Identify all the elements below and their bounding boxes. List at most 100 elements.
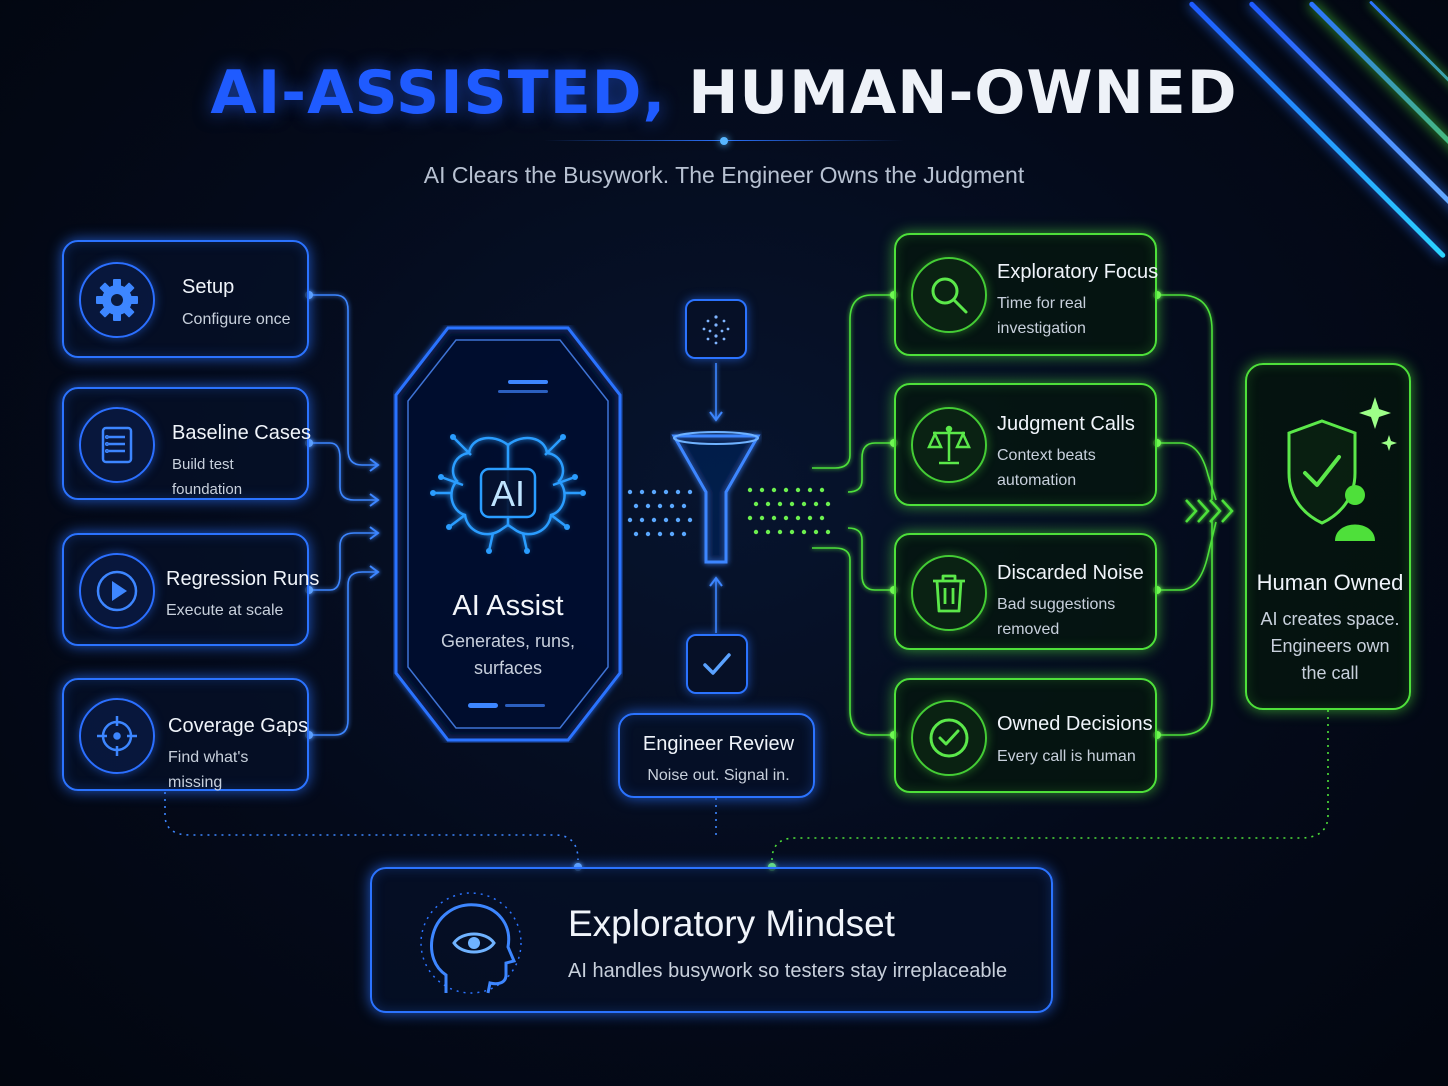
stream-dot xyxy=(627,489,633,495)
stream-dot xyxy=(681,531,687,537)
stream-dot xyxy=(651,517,657,523)
check-circle-icon xyxy=(911,700,987,776)
ai-assist-title: AI Assist xyxy=(452,590,564,622)
ai-badge: AI xyxy=(491,473,525,514)
input-subtitle: Execute at scale xyxy=(166,602,284,619)
human-owned-line1: AI creates space. xyxy=(1260,609,1400,629)
stream-dot xyxy=(813,501,819,507)
stream-dot xyxy=(669,531,675,537)
output-title: Exploratory Focus xyxy=(997,261,1159,283)
stream-dot xyxy=(783,487,789,493)
output-title: Discarded Noise xyxy=(997,562,1144,584)
page-title: AI-ASSISTED, HUMAN-OWNED xyxy=(0,58,1448,128)
output-card-owned-decisions: Owned Decisions Every call is human xyxy=(894,678,1157,793)
stream-dot xyxy=(819,487,825,493)
stream-dot xyxy=(753,501,759,507)
scales-icon xyxy=(911,407,987,483)
human-owned-line3: the call xyxy=(1301,663,1359,683)
stream-dot xyxy=(789,529,795,535)
human-owned-line2: Engineers own xyxy=(1270,636,1390,656)
stream-dot xyxy=(633,531,639,537)
input-subtitle: Configure once xyxy=(182,311,291,328)
human-owned-subtitle: AI creates space. Engineers own the call xyxy=(1247,606,1413,687)
engineer-review-subtitle: Noise out. Signal in. xyxy=(647,767,790,784)
ai-assist-subtitle-line2: surfaces xyxy=(473,658,543,678)
input-subtitle: Find what's missing xyxy=(168,749,249,791)
stream-dot xyxy=(801,529,807,535)
title-human-owned: HUMAN-OWNED xyxy=(688,58,1238,128)
stream-dot xyxy=(657,531,663,537)
stream-dot xyxy=(687,517,693,523)
ai-assist-subtitle-line1: Generates, runs, xyxy=(440,631,576,651)
stream-dot xyxy=(675,489,681,495)
output-card-discarded-noise: Discarded Noise Bad suggestions removed xyxy=(894,533,1157,650)
output-subtitle-line2: removed xyxy=(997,621,1060,638)
stream-dot xyxy=(807,515,813,521)
page-subtitle: AI Clears the Busywork. The Engineer Own… xyxy=(423,162,1025,188)
mindset-title: Exploratory Mindset xyxy=(568,903,895,944)
shield-user-icon xyxy=(1287,397,1397,541)
stream-dot xyxy=(675,517,681,523)
stream-dot xyxy=(639,517,645,523)
output-subtitle: Bad suggestions removed xyxy=(997,592,1115,642)
trash-icon xyxy=(911,555,987,631)
stream-dot xyxy=(687,489,693,495)
stream-dot xyxy=(813,529,819,535)
output-title: Judgment Calls xyxy=(997,413,1135,435)
stream-dot xyxy=(753,529,759,535)
output-title: Owned Decisions xyxy=(997,713,1153,735)
brain-circuit-icon: AI xyxy=(430,434,586,554)
stream-dot xyxy=(747,515,753,521)
human-owned-title: Human Owned xyxy=(1256,570,1404,595)
stream-dot xyxy=(747,487,753,493)
stream-dot xyxy=(669,503,675,509)
magnifier-icon xyxy=(911,257,987,333)
stream-dot xyxy=(825,529,831,535)
stream-dot xyxy=(645,503,651,509)
noise-dots-icon xyxy=(685,299,747,359)
input-card-setup: Setup Configure once xyxy=(62,240,309,358)
stream-dot xyxy=(777,529,783,535)
stream-dot xyxy=(789,501,795,507)
stream-dot xyxy=(759,487,765,493)
output-subtitle-line1: Bad suggestions xyxy=(997,596,1116,613)
stream-dot xyxy=(663,489,669,495)
input-title: Setup xyxy=(182,276,235,298)
input-subtitle: Build test foundation xyxy=(172,456,243,498)
stream-dot xyxy=(633,503,639,509)
input-title: Regression Runs xyxy=(166,568,320,590)
stream-dot xyxy=(759,515,765,521)
ai-assist-subtitle: Generates, runs, surfaces xyxy=(393,628,623,682)
stream-dot xyxy=(795,487,801,493)
output-subtitle-line1: Time for real xyxy=(997,295,1087,312)
stream-dot xyxy=(825,501,831,507)
input-card-baseline-cases: Baseline Cases Build test foundation xyxy=(62,387,311,500)
checkmark-icon xyxy=(686,634,748,694)
stream-dot xyxy=(663,517,669,523)
stream-dot xyxy=(801,501,807,507)
document-list-icon xyxy=(79,407,155,483)
mindset-subtitle: AI handles busywork so testers stay irre… xyxy=(568,960,1008,982)
stream-dot xyxy=(771,487,777,493)
stream-dot xyxy=(645,531,651,537)
stream-dot xyxy=(651,489,657,495)
output-subtitle: Time for real investigation xyxy=(997,291,1086,341)
stream-dot xyxy=(639,489,645,495)
output-subtitle-line2: automation xyxy=(997,472,1077,489)
head-eye-icon xyxy=(420,892,522,994)
stream-dot xyxy=(681,503,687,509)
output-subtitle: Every call is human xyxy=(997,744,1136,769)
stream-dot xyxy=(819,515,825,521)
input-card-regression-runs: Regression Runs Execute at scale xyxy=(62,533,319,646)
ai-assist-panel xyxy=(394,326,622,742)
engineer-review-card: Engineer Review Noise out. Signal in. xyxy=(618,713,815,798)
stream-dot xyxy=(795,515,801,521)
title-ai-assisted: AI-ASSISTED, xyxy=(210,58,667,128)
output-card-exploratory-focus: Exploratory Focus Time for real investiga… xyxy=(894,233,1159,356)
stream-dot xyxy=(777,501,783,507)
output-subtitle-line1: Every call is human xyxy=(997,748,1136,765)
input-card-coverage-gaps: Coverage Gaps Find what's missing xyxy=(62,678,309,791)
human-owned-card: Human Owned AI creates space. Engineers o… xyxy=(1245,363,1411,710)
output-subtitle-line2: investigation xyxy=(997,320,1086,337)
